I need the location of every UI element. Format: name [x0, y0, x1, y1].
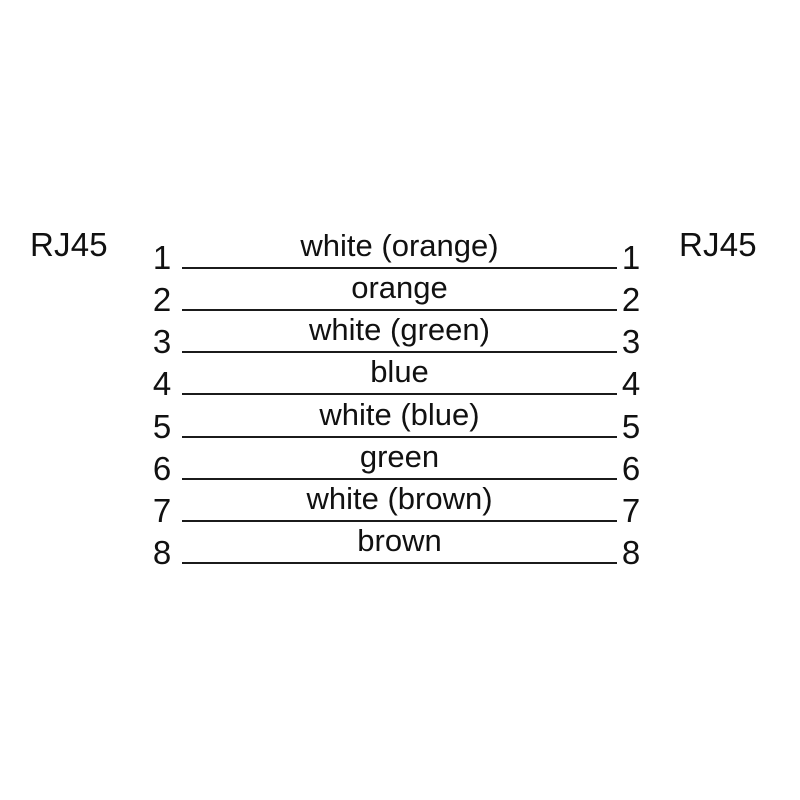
- left-pin-number: 7: [152, 492, 172, 529]
- wire-line: [182, 562, 617, 564]
- right-pin-number: 4: [621, 365, 641, 402]
- wire-color-label: white (brown): [306, 481, 493, 516]
- left-pin-number: 8: [152, 534, 172, 571]
- right-pin-number: 5: [621, 408, 641, 445]
- wire-line: [182, 309, 617, 311]
- right-pin-number: 1: [621, 239, 641, 276]
- left-pin-number: 2: [152, 281, 172, 318]
- wire-line: [182, 436, 617, 438]
- wire-line: [182, 478, 617, 480]
- left-pin-number: 4: [152, 365, 172, 402]
- wire-color-label: brown: [357, 523, 442, 558]
- right-pin-number: 7: [621, 492, 641, 529]
- wire-line: [182, 393, 617, 395]
- wire-line: [182, 267, 617, 269]
- wire-color-label: orange: [351, 270, 448, 305]
- wire-color-label: blue: [370, 354, 429, 389]
- wire-color-label: white (blue): [319, 397, 480, 432]
- left-pin-number: 6: [152, 450, 172, 487]
- right-pin-number: 2: [621, 281, 641, 318]
- left-connector-label: RJ45: [30, 226, 108, 263]
- right-pin-number: 6: [621, 450, 641, 487]
- right-pin-number: 3: [621, 323, 641, 360]
- right-connector-label: RJ45: [679, 226, 757, 263]
- left-pin-number: 5: [152, 408, 172, 445]
- wire-color-label: white (green): [309, 312, 490, 347]
- left-pin-number: 1: [152, 239, 172, 276]
- wire-line: [182, 351, 617, 353]
- right-pin-number: 8: [621, 534, 641, 571]
- wire-line: [182, 520, 617, 522]
- wire-color-label: green: [359, 439, 440, 474]
- left-pin-number: 3: [152, 323, 172, 360]
- wire-color-label: white (orange): [300, 228, 499, 263]
